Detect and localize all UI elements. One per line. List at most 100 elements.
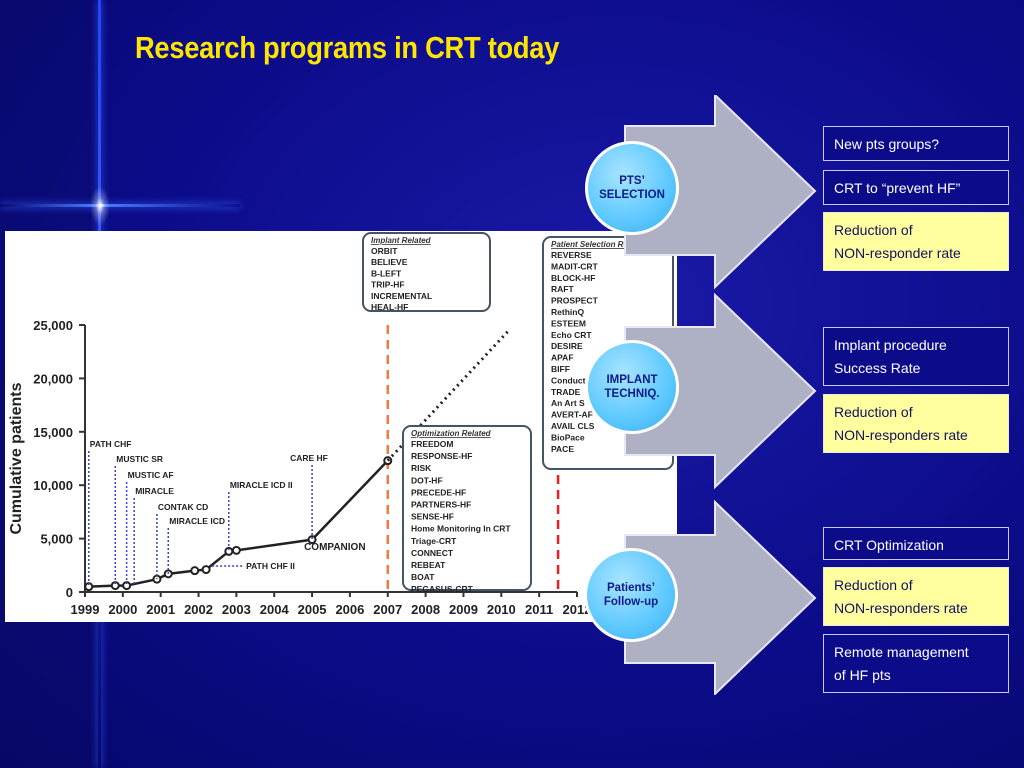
box-crt-prevent-hf: CRT to “prevent HF” xyxy=(823,170,1009,205)
x-tick-label: 2001 xyxy=(146,602,175,617)
light-star-decoration xyxy=(90,186,110,226)
trial-group-item: DOT-HF xyxy=(411,475,443,485)
trial-group-item: PEGASUS-CRT xyxy=(411,584,474,594)
box-crt-optimization: CRT Optimization xyxy=(823,527,1009,560)
box-remote-management: Remote management of HF pts xyxy=(823,634,1009,693)
trial-group-item: PROSPECT xyxy=(551,296,599,306)
circle-line: Follow-up xyxy=(603,596,659,608)
trial-group-item: HEAL-HF xyxy=(371,302,408,312)
box-line: Reduction of xyxy=(834,404,913,420)
data-point xyxy=(201,565,211,575)
x-tick-label: 2000 xyxy=(108,602,137,617)
x-tick-label: 1999 xyxy=(71,602,100,617)
trial-group-item: TRIP-HF xyxy=(371,280,405,290)
trial-group-item: BLOCK-HF xyxy=(551,273,595,283)
trial-label: COMPANION xyxy=(304,542,365,553)
circle-line: Patients’ xyxy=(607,582,655,594)
trial-label: PATH CHF II xyxy=(246,561,295,571)
circle-patients-follow-up: Patients’ Follow-up xyxy=(584,548,678,642)
box-line: NON-responders rate xyxy=(834,427,968,443)
trial-label: MUSTIC AF xyxy=(128,470,174,480)
trial-group-item: B-LEFT xyxy=(371,268,402,278)
trial-group-box xyxy=(402,425,532,591)
arrow-3 xyxy=(624,499,817,695)
trial-group-item: Conduct xyxy=(551,375,586,385)
trial-group-item: AVAIL CLS xyxy=(551,421,595,431)
trial-group-item: RESPONSE-HF xyxy=(411,451,472,461)
trial-group-item: ESTEEM xyxy=(551,318,586,328)
y-tick-label: 5,000 xyxy=(40,532,73,547)
trial-group-item: PACE xyxy=(551,444,574,454)
box-reduction-non-responders-3: Reduction of NON-responders rate xyxy=(823,567,1009,626)
x-tick-label: 2004 xyxy=(260,602,290,617)
trial-label: MIRACLE ICD II xyxy=(230,480,293,490)
x-tick-label: 2005 xyxy=(298,602,327,617)
box-line: Implant procedure xyxy=(834,337,947,353)
trial-group-item: RethinQ xyxy=(551,307,584,317)
trial-group-item: DESIRE xyxy=(551,341,583,351)
circle-line: SELECTION xyxy=(599,189,665,201)
trial-group-item: PRECEDE-HF xyxy=(411,487,466,497)
circle-line: PTS’ xyxy=(619,175,645,187)
box-line: CRT to “prevent HF” xyxy=(834,180,961,196)
trial-group-item: BELIEVE xyxy=(371,257,408,267)
box-line: CRT Optimization xyxy=(834,537,944,553)
x-tick-label: 2002 xyxy=(184,602,213,617)
trial-group-item: RISK xyxy=(411,463,432,473)
y-tick-label: 20,000 xyxy=(33,371,73,386)
circle-line: IMPLANT xyxy=(606,374,658,386)
trial-group-title: Implant Related xyxy=(371,236,432,245)
x-tick-label: 2010 xyxy=(487,602,516,617)
trial-label: CARE HF xyxy=(290,453,328,463)
trial-group-title: Optimization Related xyxy=(411,429,492,438)
trial-group-item: BioPace xyxy=(551,432,585,442)
trial-group-item: MADIT-CRT xyxy=(551,261,599,271)
box-line: of HF pts xyxy=(834,667,891,683)
trial-group-item: RAFT xyxy=(551,284,574,294)
trial-label: MIRACLE xyxy=(135,486,174,496)
box-line: Success Rate xyxy=(834,360,921,376)
box-implant-success-rate: Implant procedure Success Rate xyxy=(823,327,1009,386)
trial-group-box xyxy=(362,232,491,312)
trial-group-item: INCREMENTAL xyxy=(371,291,432,301)
x-tick-label: 2007 xyxy=(373,602,402,617)
box-line: Remote management xyxy=(834,644,969,660)
trial-group-item: CONNECT xyxy=(411,548,454,558)
trial-group-item: ORBIT xyxy=(371,246,398,256)
box-line: New pts groups? xyxy=(834,136,940,152)
trial-label: MIRACLE ICD xyxy=(169,516,225,526)
horizontal-light-line xyxy=(0,204,240,207)
y-tick-label: 25,000 xyxy=(33,318,73,333)
y-tick-label: 10,000 xyxy=(33,478,73,493)
box-line: NON-responder rate xyxy=(834,245,961,261)
x-tick-label: 2012 xyxy=(563,602,592,617)
x-tick-label: 2006 xyxy=(335,602,364,617)
trial-group-item: REVERSE xyxy=(551,250,592,260)
trial-group-title: Patient Selection Related xyxy=(551,240,648,249)
arrow-1 xyxy=(624,95,817,290)
data-point xyxy=(307,535,317,545)
trial-group-item: Echo CRT xyxy=(551,330,592,340)
chart-panel: 0 5,000 10,000 15,000 20,000 25,000 1999 2000 20… xyxy=(5,231,677,622)
box-line: NON-responders rate xyxy=(834,600,968,616)
x-tick-label: 2009 xyxy=(449,602,478,617)
y-tick-label: 15,000 xyxy=(33,425,73,440)
box-new-pts-groups: New pts groups? xyxy=(823,126,1009,161)
circle-pts-selection: PTS’ SELECTION xyxy=(585,141,679,235)
trial-group-item: An Art S xyxy=(551,398,585,408)
arrow-2 xyxy=(624,292,817,490)
box-reduction-non-responder: Reduction of NON-responder rate xyxy=(823,212,1009,271)
y-tick-label: 0 xyxy=(66,585,73,600)
trial-group-item: Triage-CRT xyxy=(411,536,457,546)
cumulative-patients-chart: 0 5,000 10,000 15,000 20,000 25,000 1999 2000 20… xyxy=(8,232,674,617)
x-tick-label: 2011 xyxy=(525,602,553,617)
data-point xyxy=(231,545,241,555)
trial-group-item: BIFF xyxy=(551,364,570,374)
flow-arrows xyxy=(624,95,817,695)
box-line: Reduction of xyxy=(834,577,913,593)
trial-label: CONTAK CD xyxy=(158,502,208,512)
trial-group-item: Home Monitoring In CRT xyxy=(411,524,511,534)
trial-group-item: BOAT xyxy=(411,572,435,582)
trial-group-item: PARTNERS-HF xyxy=(411,500,471,510)
